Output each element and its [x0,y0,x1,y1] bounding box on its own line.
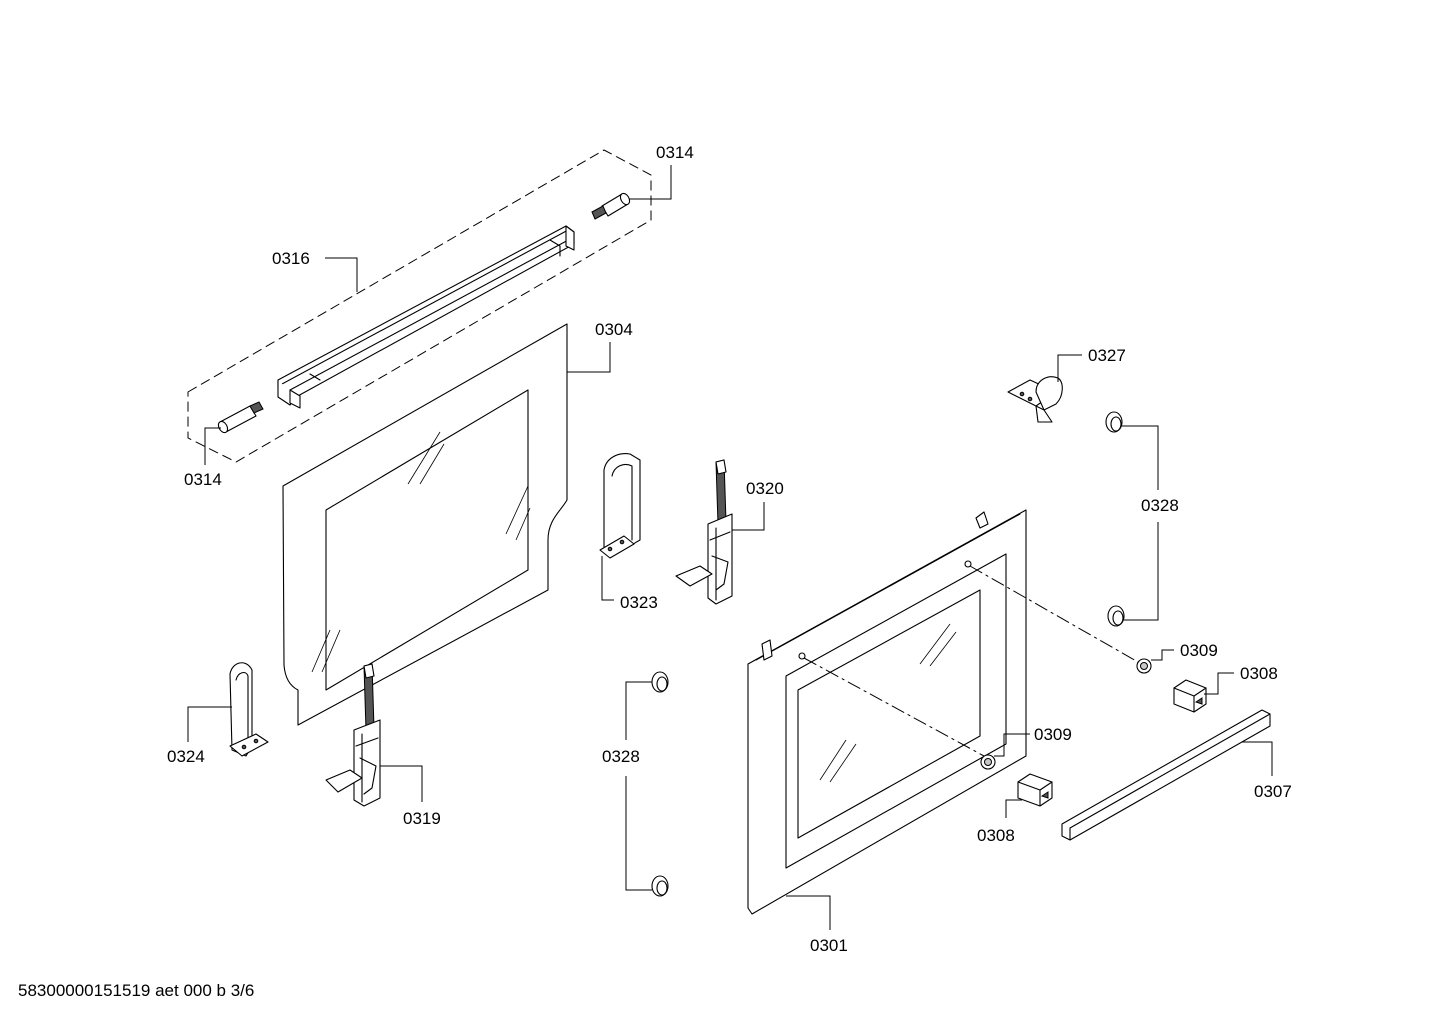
leader-0320 [732,502,765,531]
part-0328-left-bumpers [651,671,669,897]
part-0328-right-bumpers [1105,411,1125,627]
label-0308-right: 0308 [1240,664,1278,683]
label-0314-top: 0314 [656,143,694,162]
label-0308-center: 0308 [977,826,1015,845]
part-0323-hinge-cover [599,453,641,559]
part-0314-bottom-pin [217,401,264,434]
leader-0308-right [1204,672,1234,695]
part-0314-top-pin [591,192,631,220]
label-0301: 0301 [810,936,848,955]
leader-0324 [187,706,232,742]
part-0319-hinge [325,663,381,807]
part-0307-strip [1061,709,1271,841]
label-0316: 0316 [272,249,310,268]
leader-0327 [1057,354,1082,382]
leader-0304 [567,342,611,373]
leader-0309-center [994,733,1030,757]
part-0320-hinge [675,459,733,605]
label-0304: 0304 [595,320,633,339]
part-0316-trim-bar [277,225,575,409]
leader-0328-left [625,681,652,740]
alignment-line-right [969,565,1139,663]
leader-0301 [786,895,831,930]
leader-0328-right [1122,425,1159,490]
label-0327: 0327 [1088,346,1126,365]
label-0328-left: 0328 [602,747,640,766]
alignment-line-left [803,657,985,757]
leader-0308-center [1005,799,1022,818]
leader-0307 [1242,741,1273,776]
label-0328-right: 0328 [1141,496,1179,515]
leader-0323 [601,556,614,601]
part-0309-screws [980,658,1152,770]
leader-0328-right-lower [1124,522,1159,621]
document-reference-footer: 58300000151519 aet 000 b 3/6 [18,981,255,1000]
leader-0328-left-lower [625,776,652,891]
leader-0309-right [1151,649,1174,661]
part-0304-glass-pane [282,323,568,726]
leader-0314-bottom [204,427,221,465]
leader-0319 [380,765,423,802]
label-0309-center: 0309 [1034,725,1072,744]
leader-0316 [325,257,358,292]
label-0309-right: 0309 [1180,641,1218,660]
part-0327-bracket [1007,376,1063,423]
label-0320: 0320 [746,479,784,498]
label-0307: 0307 [1254,782,1292,801]
part-0324-hinge-cover [229,662,269,757]
part-0301-outer-door [747,509,1027,915]
label-0319: 0319 [403,809,441,828]
label-0324: 0324 [167,747,205,766]
leader-0314-top [629,165,672,200]
label-0323: 0323 [620,593,658,612]
part-0308-clips [1017,679,1207,807]
assembly-boundary-dashed [187,149,652,463]
label-0314-bottom: 0314 [184,470,222,489]
